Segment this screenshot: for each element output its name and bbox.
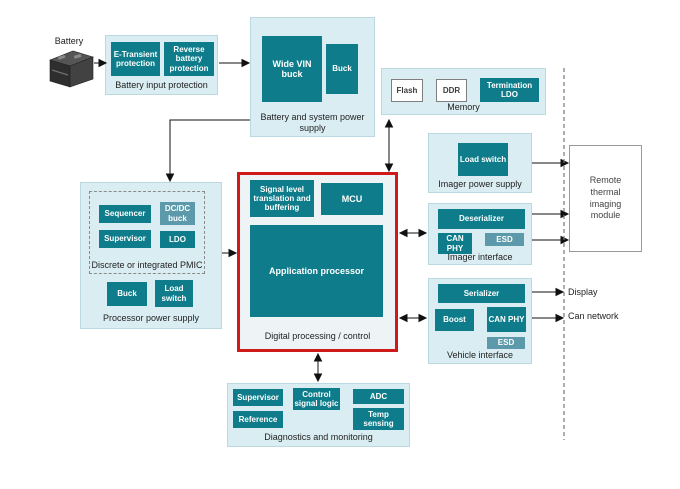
- block-mcu[interactable]: MCU: [321, 183, 383, 215]
- group-label-diagnostics: Diagnostics and monitoring: [264, 431, 373, 442]
- block-control-signal-logic[interactable]: Control signal logic: [293, 388, 340, 410]
- block-boost[interactable]: Boost: [435, 309, 474, 331]
- battery-label: Battery: [54, 36, 84, 46]
- group-discrete-integrated-pmic: Sequencer DC/DC buck Supervisor LDO Disc…: [89, 191, 205, 274]
- group-vehicle-interface: Serializer Boost CAN PHY ESD Vehicle int…: [428, 278, 532, 364]
- group-label-imager-interface: Imager interface: [447, 251, 513, 262]
- group-diagnostics-monitoring: Supervisor Control signal logic ADC Refe…: [227, 383, 410, 447]
- group-label-memory: Memory: [447, 101, 480, 112]
- group-battery-input-protection: E-Transient protection Reverse battery p…: [105, 35, 218, 95]
- remote-thermal-imaging-module: Remote thermal imaging module: [569, 145, 642, 252]
- block-load-switch-processor[interactable]: Load switch: [155, 280, 193, 307]
- can-network-output-label: Can network: [568, 311, 619, 321]
- group-digital-processing-control: Signal level translation and buffering M…: [237, 172, 398, 352]
- block-buck-processor[interactable]: Buck: [107, 282, 147, 306]
- block-temp-sensing[interactable]: Temp sensing: [353, 408, 404, 430]
- group-processor-power-supply: Sequencer DC/DC buck Supervisor LDO Disc…: [80, 182, 222, 329]
- group-imager-power-supply: Load switch Imager power supply: [428, 133, 532, 193]
- block-supervisor-diag[interactable]: Supervisor: [233, 389, 283, 406]
- block-supervisor-pmic[interactable]: Supervisor: [99, 230, 151, 248]
- group-label-battery-system-power: Battery and system power supply: [260, 112, 365, 133]
- block-ddr[interactable]: DDR: [436, 79, 467, 102]
- block-reverse-battery-protection[interactable]: Reverse battery protection: [164, 42, 214, 76]
- block-flash[interactable]: Flash: [391, 79, 423, 102]
- block-can-phy-vehicle[interactable]: CAN PHY: [487, 307, 526, 332]
- block-e-transient-protection[interactable]: E-Transient protection: [111, 42, 160, 76]
- block-deserializer[interactable]: Deserializer: [438, 209, 525, 229]
- block-termination-ldo[interactable]: Termination LDO: [480, 78, 539, 102]
- display-output-label: Display: [568, 287, 598, 297]
- block-dcdc-buck[interactable]: DC/DC buck: [160, 202, 195, 225]
- group-label-processor-power-supply: Processor power supply: [102, 312, 200, 323]
- block-serializer[interactable]: Serializer: [438, 284, 525, 303]
- group-label-battery-input-protection: Battery input protection: [115, 79, 208, 90]
- block-adc[interactable]: ADC: [353, 389, 404, 404]
- block-sequencer[interactable]: Sequencer: [99, 205, 151, 223]
- block-can-phy-imager[interactable]: CAN PHY: [438, 233, 472, 254]
- group-label-digital-processing: Digital processing / control: [264, 330, 371, 341]
- group-imager-interface: Deserializer CAN PHY ESD Imager interfac…: [428, 203, 532, 265]
- block-esd-imager[interactable]: ESD: [485, 233, 524, 246]
- block-wide-vin-buck[interactable]: Wide VIN buck: [262, 36, 322, 102]
- block-buck-system[interactable]: Buck: [326, 44, 358, 94]
- group-label-pmic: Discrete or integrated PMIC: [91, 259, 203, 270]
- group-battery-system-power-supply: Wide VIN buck Buck Battery and system po…: [250, 17, 375, 137]
- block-esd-vehicle[interactable]: ESD: [487, 337, 525, 349]
- block-ldo[interactable]: LDO: [160, 231, 195, 248]
- block-reference[interactable]: Reference: [233, 411, 283, 428]
- group-memory: Flash DDR Termination LDO Memory: [381, 68, 546, 115]
- group-label-imager-power-supply: Imager power supply: [438, 178, 522, 189]
- group-label-vehicle-interface: Vehicle interface: [446, 349, 514, 360]
- block-load-switch-imager[interactable]: Load switch: [458, 143, 508, 176]
- block-signal-level-translation[interactable]: Signal level translation and buffering: [250, 180, 314, 217]
- block-application-processor[interactable]: Application processor: [250, 225, 383, 317]
